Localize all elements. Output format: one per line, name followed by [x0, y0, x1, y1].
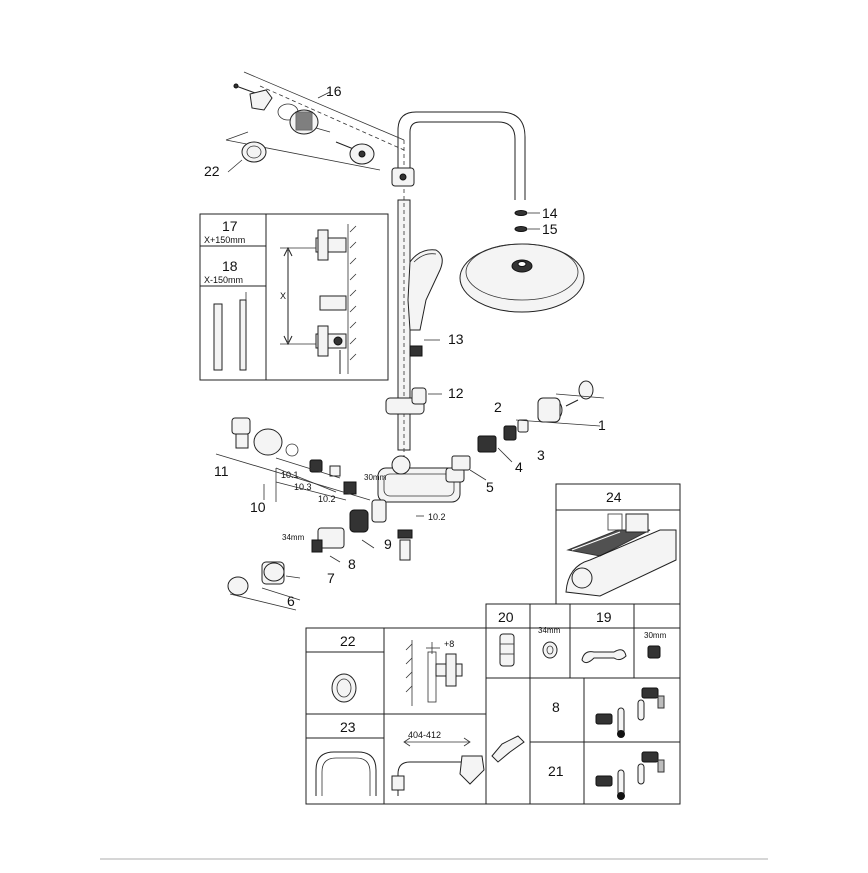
nut-3 — [503, 425, 517, 441]
callout-4: 4 — [515, 459, 523, 475]
wrench-19 — [581, 649, 627, 664]
inset-item-17-length: X+150mm — [204, 235, 245, 245]
callout-5: 5 — [486, 479, 494, 495]
nut-30mm — [647, 645, 661, 659]
lower-left-parts — [227, 509, 375, 611]
table-item-8: 8 — [552, 699, 560, 715]
eccentric-8 — [317, 527, 345, 549]
check-valve-10-1 — [309, 459, 323, 473]
dimension-34mm: 34mm — [282, 533, 305, 542]
thermostat-body — [377, 467, 461, 503]
temp-valve-set-21 — [595, 751, 665, 800]
footer-divider — [100, 858, 768, 860]
table-item-23: 23 — [340, 719, 356, 735]
rosette-table-22 — [331, 673, 357, 703]
callout-labels: 1 2 3 4 5 6 7 8 9 10 10.1 10.3 10.2 10.2… — [204, 83, 606, 609]
washer-15 — [514, 226, 528, 232]
nut-34mm — [542, 641, 558, 659]
right-connection-parts — [451, 380, 605, 481]
callout-7: 7 — [327, 570, 335, 586]
callout-14: 14 — [542, 205, 558, 221]
callout-16: 16 — [326, 83, 342, 99]
overhead-arm-23 — [315, 751, 377, 796]
seal-10-2 — [343, 481, 357, 495]
inset-riser-length — [199, 213, 389, 381]
table-item-22: 22 — [340, 633, 356, 649]
filter-10-3 — [329, 465, 341, 477]
table-item-22-dim: +8 — [444, 639, 454, 649]
dimension-30mm: 30mm — [364, 473, 387, 482]
head-shower-23 — [459, 755, 485, 785]
connector-5 — [451, 455, 471, 471]
callout-10-2: 10.2 — [318, 494, 336, 504]
table-item-23-dim: 404-412 — [408, 730, 441, 740]
callout-3: 3 — [537, 447, 545, 463]
nut-9 — [349, 509, 369, 533]
eccentric-4 — [477, 435, 497, 453]
seal-2 — [517, 419, 529, 433]
temp-valve-set-8 — [595, 687, 665, 738]
cap-6 — [227, 576, 249, 596]
rosette-11 — [253, 428, 283, 456]
inset-x-label: X — [280, 291, 286, 301]
callout-12: 12 — [448, 385, 464, 401]
callout-6: 6 — [287, 593, 295, 609]
inset-item-18-length: X-150mm — [204, 275, 243, 285]
inset-24: 24 — [555, 483, 681, 605]
callout-10-2b: 10.2 — [428, 512, 446, 522]
callout-10-3: 10.3 — [294, 482, 312, 492]
table-item-19-dim: 30mm — [644, 631, 667, 640]
hose-nut-13 — [409, 345, 423, 357]
washer-14 — [514, 210, 528, 216]
inset-riser-length-labels: 17 X+150mm 18 X-150mm X — [204, 218, 286, 301]
callout-13: 13 — [448, 331, 464, 347]
cartridge-part-20 — [499, 633, 515, 667]
inset-item-18: 18 — [222, 258, 238, 274]
hand-shower — [407, 249, 443, 331]
table-item-20: 20 — [498, 609, 514, 625]
inset-24-label: 24 — [606, 489, 622, 505]
callout-2: 2 — [494, 399, 502, 415]
table-item-20-dim: 34mm — [538, 626, 561, 635]
callout-10: 10 — [250, 499, 266, 515]
accessories-table: 20 34mm 19 30mm 8 21 — [305, 603, 681, 805]
inset-item-17: 17 — [222, 218, 238, 234]
table-item-21: 21 — [548, 763, 564, 779]
riser-assembly — [371, 111, 585, 561]
overhead-arm — [397, 111, 526, 200]
eccentric-set — [491, 735, 525, 763]
callout-9: 9 — [384, 536, 392, 552]
callout-11: 11 — [214, 463, 229, 479]
left-connection-parts — [215, 417, 371, 502]
thermostat-cartridge — [399, 539, 411, 561]
wall-bracket-16 — [225, 71, 405, 173]
callout-10-1: 10.1 — [281, 470, 299, 480]
callout-15: 15 — [542, 221, 558, 237]
callout-22: 22 — [204, 163, 220, 179]
callout-8: 8 — [348, 556, 356, 572]
callout-1: 1 — [598, 417, 606, 433]
table-item-19: 19 — [596, 609, 612, 625]
rosette-22 — [241, 141, 267, 163]
